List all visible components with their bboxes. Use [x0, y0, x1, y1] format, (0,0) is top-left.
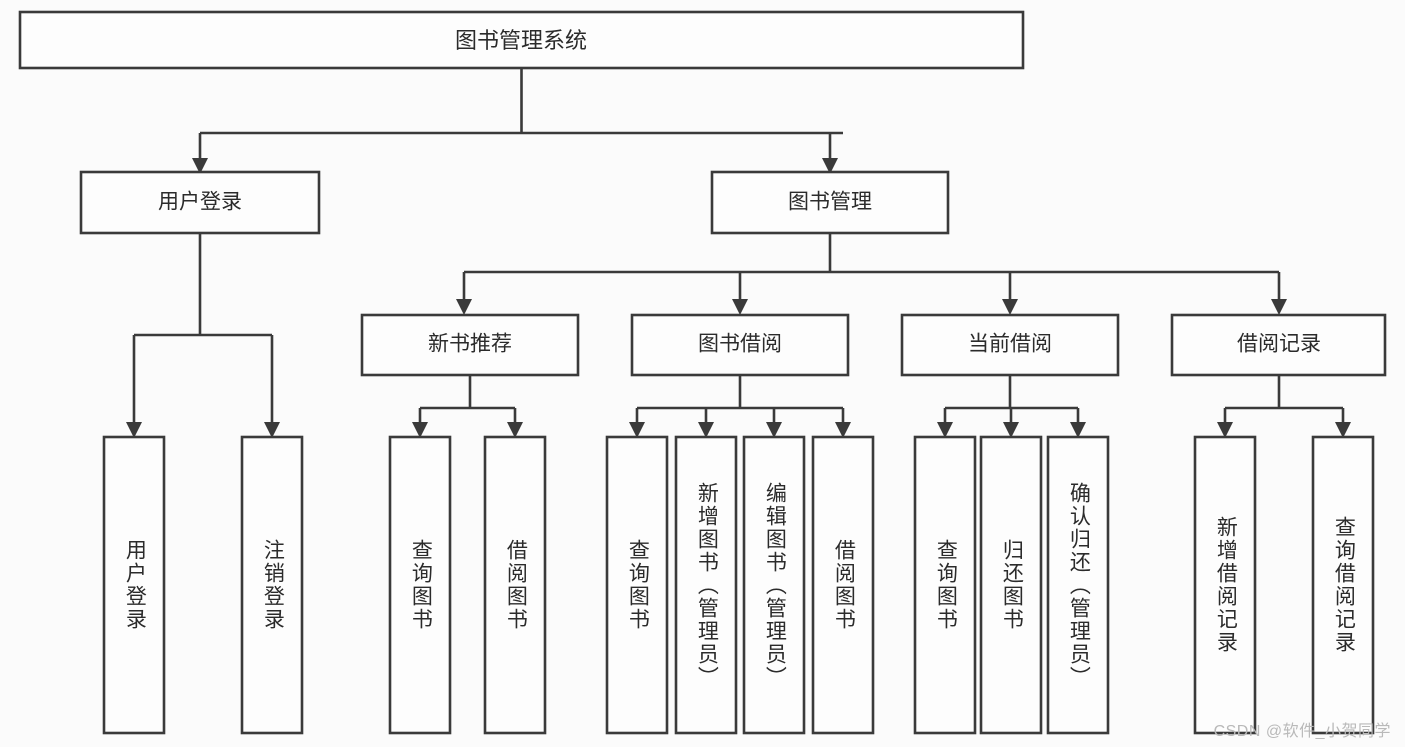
borrow-record-label: 借阅记录 [1237, 333, 1321, 356]
root-label: 图书管理系统 [455, 28, 587, 53]
arrowhead-bb-leaf-4 [835, 422, 851, 438]
book-borrow-label: 图书借阅 [698, 333, 782, 356]
leaf-box-bb-edit-book[interactable] [742, 435, 806, 735]
node-user-login[interactable]: 用户登录 [79, 170, 321, 235]
arrowhead-cb-leaf-1 [937, 422, 953, 438]
arrowhead-nb-leaf-1 [412, 422, 428, 438]
arrowhead-bb-leaf-2 [698, 422, 714, 438]
book-manage-label: 图书管理 [788, 191, 872, 214]
borrow-record-box[interactable] [1170, 313, 1387, 377]
leaf-box-br-query-record[interactable] [1311, 435, 1375, 735]
leaf-box-bb-borrow-book[interactable] [811, 435, 875, 735]
node-new-book-recommend[interactable]: 新书推荐 [360, 313, 580, 377]
leaf-box-bb-query-book[interactable] [605, 435, 669, 735]
leaf-box-logout[interactable] [240, 435, 304, 735]
nodes-layer: 图书管理系统 用户登录 图书管理 新书推荐 图书借阅 当前 [18, 10, 1387, 735]
arrowhead-current-borrow [1002, 299, 1018, 315]
user-login-box[interactable] [79, 170, 321, 235]
leaf-box-cb-confirm-return[interactable] [1046, 435, 1110, 735]
arrowhead-br-leaf-2 [1335, 422, 1351, 438]
leaf-box-nb-borrow-book[interactable] [483, 435, 547, 735]
arrowhead-borrow-record [1271, 299, 1287, 315]
arrowhead-user-login [192, 158, 208, 174]
node-book-borrow[interactable]: 图书借阅 [630, 313, 850, 377]
arrowhead-leaf-logout [264, 422, 280, 438]
arrowhead-book-borrow [732, 299, 748, 315]
new-book-recommend-box[interactable] [360, 313, 580, 377]
new-book-recommend-label: 新书推荐 [428, 333, 512, 356]
book-borrow-box[interactable] [630, 313, 850, 377]
current-borrow-box[interactable] [900, 313, 1120, 377]
leaf-box-nb-query-book[interactable] [388, 435, 452, 735]
arrowhead-br-leaf-1 [1217, 422, 1233, 438]
arrowhead-bb-leaf-1 [629, 422, 645, 438]
arrowhead-cb-leaf-2 [1003, 422, 1019, 438]
node-book-manage[interactable]: 图书管理 [710, 170, 950, 235]
leaf-box-user-login[interactable] [102, 435, 166, 735]
leaf-box-br-add-record[interactable] [1193, 435, 1257, 735]
node-borrow-record[interactable]: 借阅记录 [1170, 313, 1387, 377]
arrowhead-bb-leaf-3 [766, 422, 782, 438]
node-root[interactable]: 图书管理系统 [18, 10, 1025, 70]
leaf-box-cb-return-book[interactable] [979, 435, 1043, 735]
node-current-borrow[interactable]: 当前借阅 [900, 313, 1120, 377]
arrowhead-new-book [456, 299, 472, 315]
user-login-label: 用户登录 [158, 191, 242, 214]
arrowhead-book-manage [822, 158, 838, 174]
current-borrow-label: 当前借阅 [968, 333, 1052, 356]
leaf-box-bb-add-book[interactable] [674, 435, 738, 735]
leaf-box-cb-query-book[interactable] [913, 435, 977, 735]
arrowhead-nb-leaf-2 [507, 422, 523, 438]
csdn-watermark: CSDN @软件_小贺同学 [1213, 723, 1391, 740]
arrowhead-leaf-user-login [126, 422, 142, 438]
arrowhead-cb-leaf-3 [1070, 422, 1086, 438]
root-box[interactable] [18, 10, 1025, 70]
edges-layer [126, 68, 1351, 438]
book-manage-box[interactable] [710, 170, 950, 235]
